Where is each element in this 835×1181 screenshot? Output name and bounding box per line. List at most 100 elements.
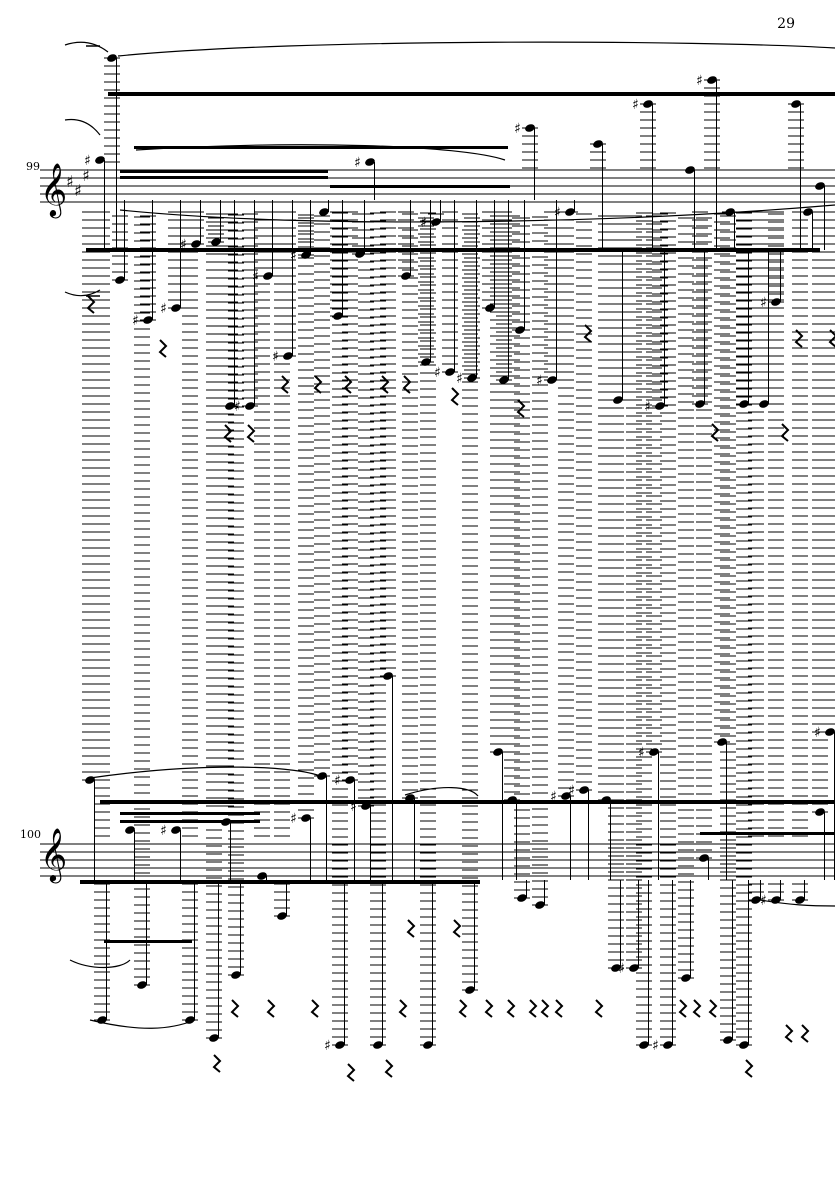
beams (86, 92, 835, 252)
slurs-ties (64, 41, 835, 297)
sharp-icon: ♯ (180, 237, 187, 253)
sharp-icon: ♯ (632, 97, 639, 113)
ledger-tick-marks (86, 45, 100, 297)
notehead (171, 826, 181, 834)
beam (80, 880, 480, 884)
sharp-icon: ♯ (160, 301, 167, 317)
sharp-icon: ♯ (160, 823, 167, 839)
beam (120, 170, 328, 173)
sharp-icon: ♯ (652, 1038, 659, 1054)
sharp-icon: ♯ (290, 248, 297, 264)
quarter-rest-icon (280, 375, 290, 394)
quarter-rest-icon (313, 375, 323, 394)
quarter-rest-icon (246, 424, 256, 443)
beam (120, 812, 260, 815)
key-signature: ♯ ♯ ♯ (66, 166, 90, 200)
sharp-icon: ♯ (272, 349, 279, 365)
beam (86, 248, 820, 252)
quarter-rest-icon (346, 1063, 356, 1082)
sharp-icon: ♯ (644, 399, 651, 415)
sharp-icon: ♯ (760, 295, 767, 311)
sharp-icon: ♯ (618, 961, 625, 977)
sharp-icon: ♯ (84, 153, 91, 169)
staff-lines (40, 843, 835, 877)
sharp-icon: ♯ (554, 205, 561, 221)
beam (700, 832, 835, 835)
noteheads: ♯ ♯ ♯ ♯ ♯ ♯ ♯ ♯ ♯ ♯ ♯ ♯ (82, 211, 835, 1054)
quarter-rest-icon (230, 999, 240, 1018)
quarter-rest-icon (540, 999, 550, 1018)
quarter-rest-icon (458, 999, 468, 1018)
sharp-icon: ♯ (568, 783, 575, 799)
quarter-rest-icon (678, 999, 688, 1018)
quarter-rest-icon (744, 1059, 754, 1078)
notehead (815, 182, 825, 190)
sharp-icon: ♯ (434, 365, 441, 381)
slurs-ties (69, 766, 835, 1029)
treble-clef-icon: 𝄞 (40, 162, 67, 218)
sharp-icon: ♯ (350, 799, 357, 815)
quarter-rest-icon (450, 387, 460, 406)
quarter-rest-icon (384, 1059, 394, 1078)
sharp-icon: ♯ (82, 166, 90, 185)
sharp-icon: ♯ (536, 373, 543, 389)
beam (120, 820, 260, 823)
quarter-rest-icon (343, 375, 353, 394)
sharp-icon: ♯ (324, 1038, 331, 1054)
quarter-rest-icon (516, 399, 526, 418)
treble-clef-icon: 𝄞 (40, 827, 67, 883)
notehead (319, 208, 329, 216)
quarter-rest-icon (528, 999, 538, 1018)
quarter-rest-icon (708, 999, 718, 1018)
sharp-icon: ♯ (814, 725, 821, 741)
quarter-rest-icon (594, 999, 604, 1018)
measure-number-100: 100 (20, 828, 41, 841)
sharp-icon: ♯ (354, 155, 361, 171)
quarter-rest-icon (800, 1024, 810, 1043)
beams (80, 800, 835, 943)
notehead (365, 158, 375, 166)
quarter-rest-icon (780, 423, 790, 442)
beam (120, 176, 328, 179)
quarter-rest-icon (266, 999, 276, 1018)
quarter-rest-icon (506, 999, 516, 1018)
sharp-icon: ♯ (696, 73, 703, 89)
quarter-rest-icon (784, 1024, 794, 1043)
page-number: 29 (777, 16, 795, 32)
notehead (685, 166, 695, 174)
sharp-icon: ♯ (74, 181, 82, 200)
notehead (95, 156, 105, 164)
sharp-icon: ♯ (252, 269, 259, 285)
quarter-rest-icon (310, 999, 320, 1018)
notehead (125, 826, 135, 834)
rests (212, 919, 810, 1082)
sharp-icon: ♯ (334, 773, 341, 789)
quarter-rest-icon (212, 1054, 222, 1073)
quarter-rest-icon (794, 329, 804, 348)
sharp-icon: ♯ (66, 172, 74, 191)
sharp-icon: ♯ (638, 745, 645, 761)
quarter-rest-icon (406, 919, 416, 938)
quarter-rest-icon (452, 919, 462, 938)
beam (330, 185, 510, 188)
beam (108, 92, 835, 96)
system-2: 𝄞 ♯ ♯ ♯ ♯ ♯ ♯ ♯ ♯ ♯ ♯ ♯ ♯ (40, 211, 835, 1082)
quarter-rest-icon (828, 329, 835, 348)
sharp-icon: ♯ (420, 215, 427, 231)
beam (100, 800, 835, 804)
measure-number-99: 99 (26, 160, 40, 173)
rests (86, 295, 835, 443)
quarter-rest-icon (692, 999, 702, 1018)
beam (134, 146, 508, 149)
quarter-rest-icon (86, 295, 96, 314)
sharp-icon: ♯ (456, 371, 463, 387)
sharp-icon: ♯ (290, 811, 297, 827)
quarter-rest-icon (554, 999, 564, 1018)
quarter-rest-icon (484, 999, 494, 1018)
sharp-icon: ♯ (550, 789, 557, 805)
beam (104, 940, 192, 943)
sharp-icon: ♯ (514, 121, 521, 137)
quarter-rest-icon (398, 999, 408, 1018)
quarter-rest-icon (380, 375, 390, 394)
